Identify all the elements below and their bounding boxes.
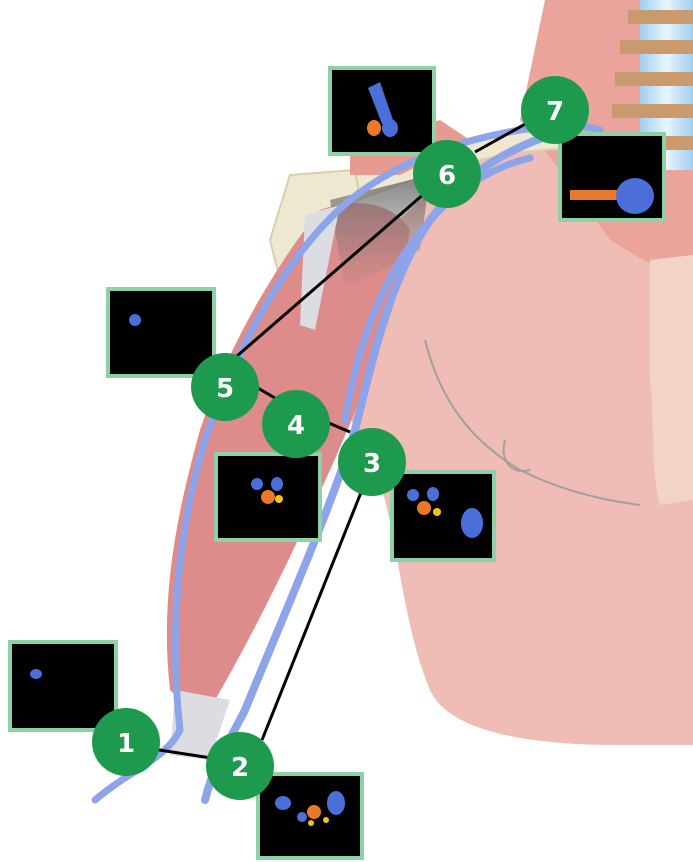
ultrasound-thumbnail-4[interactable] <box>216 454 320 540</box>
step-number-4: 4 <box>287 411 305 441</box>
step-marker-2[interactable]: 2 <box>206 732 274 800</box>
ultrasound-thumbnail-5[interactable] <box>108 289 214 376</box>
step-number-2: 2 <box>231 753 249 783</box>
step-marker-7[interactable]: 7 <box>521 76 589 144</box>
sternum <box>650 255 693 505</box>
step-marker-3[interactable]: 3 <box>338 428 406 496</box>
ultrasound-thumbnail-1[interactable] <box>10 642 116 730</box>
ultrasound-thumbnail-7[interactable] <box>560 134 664 220</box>
step-number-7: 7 <box>546 97 564 127</box>
ultrasound-thumbnail-6[interactable] <box>330 68 434 154</box>
step-number-6: 6 <box>438 161 456 191</box>
step-marker-1[interactable]: 1 <box>92 708 160 776</box>
step-number-5: 5 <box>216 374 234 404</box>
step-number-1: 1 <box>117 729 135 759</box>
step-marker-5[interactable]: 5 <box>191 353 259 421</box>
ultrasound-thumbnail-3[interactable] <box>392 472 494 560</box>
step-number-3: 3 <box>363 449 381 479</box>
ultrasound-thumbnail-2[interactable] <box>258 774 362 858</box>
step-marker-4[interactable]: 4 <box>262 390 330 458</box>
step-marker-6[interactable]: 6 <box>413 140 481 208</box>
